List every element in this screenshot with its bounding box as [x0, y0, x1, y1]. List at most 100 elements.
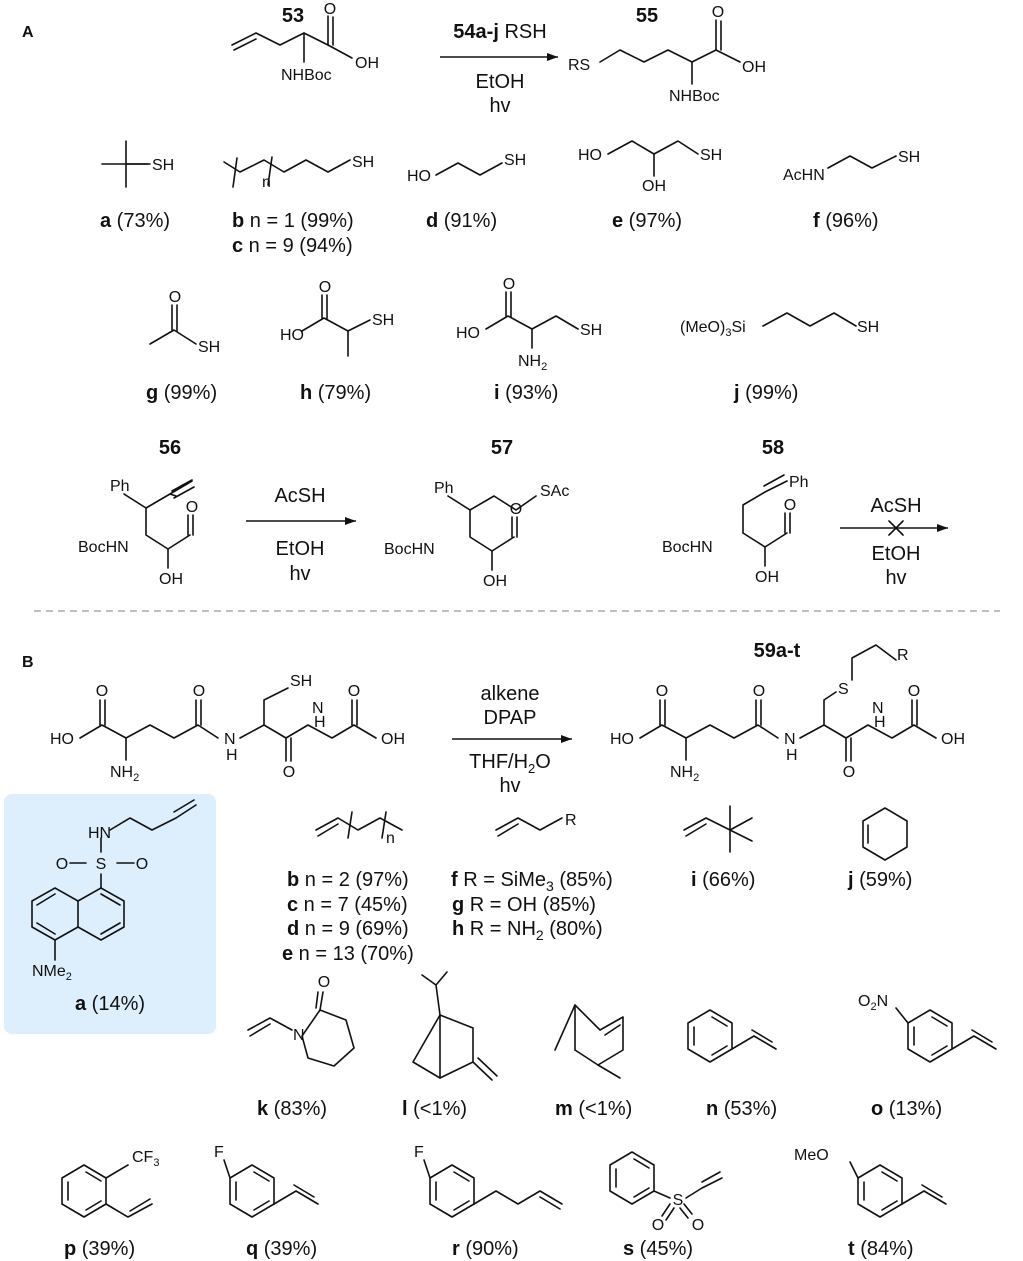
svg-text:MeO: MeO [794, 1147, 829, 1164]
thiol-g: O SH g (99%) [146, 289, 220, 404]
svg-text:e (97%): e (97%) [612, 210, 682, 232]
alkene-j: j (59%) [847, 807, 912, 891]
svg-text:n: n [386, 830, 395, 847]
svg-text:b n = 2 (97%): b n = 2 (97%) [287, 869, 409, 891]
svg-text:O: O [56, 856, 68, 873]
svg-text:SH: SH [857, 319, 879, 336]
alkene-l: l (<1%) [402, 971, 498, 1120]
svg-text:O: O [784, 497, 796, 514]
compound-57: 57 Ph SAc BocHN O OH [384, 437, 569, 590]
svg-text:NHBoc: NHBoc [669, 88, 720, 105]
svg-text:HO: HO [50, 731, 74, 748]
svg-text:i (93%): i (93%) [494, 382, 558, 404]
svg-text:HN: HN [88, 825, 111, 842]
alkene-q: F q (39%) [214, 1144, 319, 1260]
svg-text:DPAP: DPAP [484, 707, 537, 729]
svg-text:BocHN: BocHN [78, 539, 129, 556]
svg-text:AcHN: AcHN [783, 167, 825, 184]
svg-text:55: 55 [636, 5, 658, 27]
svg-text:O2N: O2N [858, 993, 888, 1013]
svg-text:m (<1%): m (<1%) [555, 1098, 632, 1120]
svg-text:g R = OH (85%): g R = OH (85%) [452, 894, 596, 916]
svg-text:o (13%): o (13%) [871, 1098, 942, 1120]
alkene-o: O2N o (13%) [858, 993, 997, 1120]
svg-text:EtOH: EtOH [276, 538, 325, 560]
svg-text:HO: HO [578, 147, 602, 164]
svg-text:OH: OH [159, 571, 183, 588]
svg-text:O: O [652, 1217, 664, 1234]
svg-text:hv: hv [885, 567, 906, 589]
svg-text:(MeO)3Si: (MeO)3Si [680, 319, 746, 339]
svg-text:O: O [348, 683, 360, 700]
svg-text:n (53%): n (53%) [706, 1098, 777, 1120]
svg-text:a (73%): a (73%) [100, 210, 170, 232]
svg-text:s (45%): s (45%) [623, 1238, 693, 1260]
alkene-t: MeO t (84%) [794, 1147, 947, 1260]
svg-text:58: 58 [762, 437, 784, 459]
svg-text:d n = 9 (69%): d n = 9 (69%) [287, 918, 409, 940]
svg-text:N: N [293, 1027, 305, 1044]
svg-text:S: S [673, 1192, 684, 1209]
alkene-r: F r (90%) [414, 1144, 563, 1260]
svg-text:NMe2: NMe2 [32, 963, 72, 983]
svg-text:R: R [565, 812, 577, 829]
svg-text:Ph: Ph [434, 480, 454, 497]
svg-text:57: 57 [491, 437, 513, 459]
reaction-arrow-1: 54a-j RSH EtOH hv [440, 21, 558, 117]
svg-text:SH: SH [352, 154, 374, 171]
svg-text:c n = 7 (45%): c n = 7 (45%) [287, 894, 408, 916]
thiol-i: O HO NH2 SH i (93%) [456, 276, 602, 404]
alkene-i: i (66%) [683, 805, 755, 891]
svg-text:h R = NH2 (80%): h R = NH2 (80%) [452, 918, 603, 943]
svg-text:Ph: Ph [110, 478, 130, 495]
svg-text:j (59%): j (59%) [847, 869, 912, 891]
svg-text:r (90%): r (90%) [452, 1238, 519, 1260]
svg-text:RS: RS [568, 57, 590, 74]
svg-text:EtOH: EtOH [872, 543, 921, 565]
svg-text:BocHN: BocHN [662, 539, 713, 556]
svg-text:O: O [692, 1217, 704, 1234]
alkene-m: m (<1%) [554, 1004, 632, 1120]
alkene-f-h: R f R = SiMe3 (85%) g R = OH (85%) h R =… [451, 812, 613, 943]
svg-text:OH: OH [742, 59, 766, 76]
svg-text:H: H [786, 747, 798, 764]
svg-text:56: 56 [159, 437, 181, 459]
svg-text:O: O [96, 683, 108, 700]
thiol-d: HO SH d (91%) [407, 152, 526, 232]
svg-text:c n = 9 (94%): c n = 9 (94%) [232, 235, 353, 257]
svg-text:SH: SH [898, 149, 920, 166]
svg-text:HO: HO [610, 731, 634, 748]
thiol-a: SH a (73%) [100, 140, 174, 232]
svg-text:NH2: NH2 [670, 764, 699, 784]
svg-text:hv: hv [499, 775, 520, 797]
svg-text:O: O [503, 276, 515, 293]
compound-59: 59a-t R S O O O HO NH2 N H O N H OH [610, 640, 965, 784]
svg-text:Ph: Ph [789, 474, 809, 491]
svg-text:b n = 1 (99%): b n = 1 (99%) [232, 210, 354, 232]
reaction-arrow-2: AcSH EtOH hv [246, 485, 356, 585]
svg-text:SH: SH [290, 673, 312, 690]
svg-text:BocHN: BocHN [384, 541, 435, 558]
alkene-b-e: n b n = 2 (97%) c n = 7 (45%) d n = 9 (6… [282, 811, 414, 965]
svg-text:d (91%): d (91%) [426, 210, 497, 232]
svg-text:O: O [186, 499, 198, 516]
svg-text:q (39%): q (39%) [246, 1238, 317, 1260]
alkene-n: n (53%) [687, 1009, 777, 1120]
svg-text:h (79%): h (79%) [300, 382, 371, 404]
svg-text:AcSH: AcSH [274, 485, 325, 507]
svg-text:OH: OH [755, 569, 779, 586]
svg-text:l (<1%): l (<1%) [402, 1098, 467, 1120]
svg-text:hv: hv [289, 563, 310, 585]
thiol-e: HO OH SH e (97%) [578, 140, 722, 232]
svg-text:O: O [193, 683, 205, 700]
svg-text:AcSH: AcSH [870, 495, 921, 517]
svg-text:HO: HO [407, 168, 431, 185]
svg-text:OH: OH [642, 178, 666, 195]
svg-text:e n = 13 (70%): e n = 13 (70%) [282, 943, 414, 965]
svg-text:O: O [324, 1, 336, 18]
svg-text:EtOH: EtOH [476, 71, 525, 93]
svg-text:O: O [510, 501, 522, 518]
svg-text:alkene: alkene [481, 683, 540, 705]
svg-text:n: n [262, 174, 271, 191]
svg-text:O: O [318, 974, 330, 991]
